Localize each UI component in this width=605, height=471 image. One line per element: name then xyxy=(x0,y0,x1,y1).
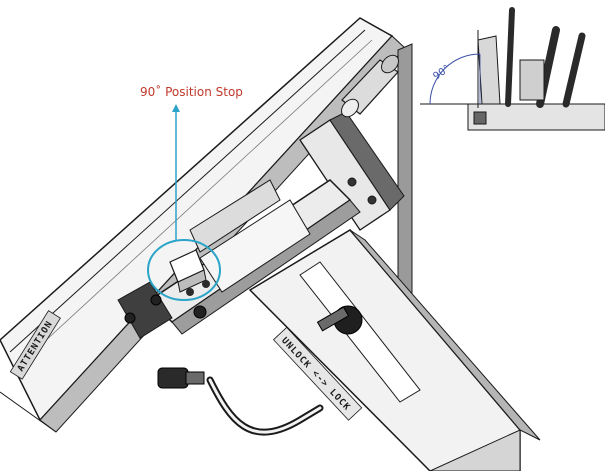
leader-arrowhead xyxy=(172,104,180,112)
rear-bracket xyxy=(299,111,405,231)
highlight-circle xyxy=(147,239,221,301)
lock-knob xyxy=(157,367,205,389)
left-bracket xyxy=(117,281,207,339)
position-stop-block xyxy=(169,249,210,296)
support-beam xyxy=(248,229,541,471)
curved-handle xyxy=(206,376,324,436)
inset-diagram: 90° xyxy=(420,7,605,131)
stop-highlight xyxy=(147,104,221,301)
inset-angle-label: 90° xyxy=(431,63,452,82)
side-post xyxy=(397,43,413,307)
mounting-frame xyxy=(148,179,361,335)
tilt-cylinder xyxy=(341,54,399,118)
callout-label: 90˚ Position Stop xyxy=(140,84,243,99)
beam-knob xyxy=(316,305,363,335)
